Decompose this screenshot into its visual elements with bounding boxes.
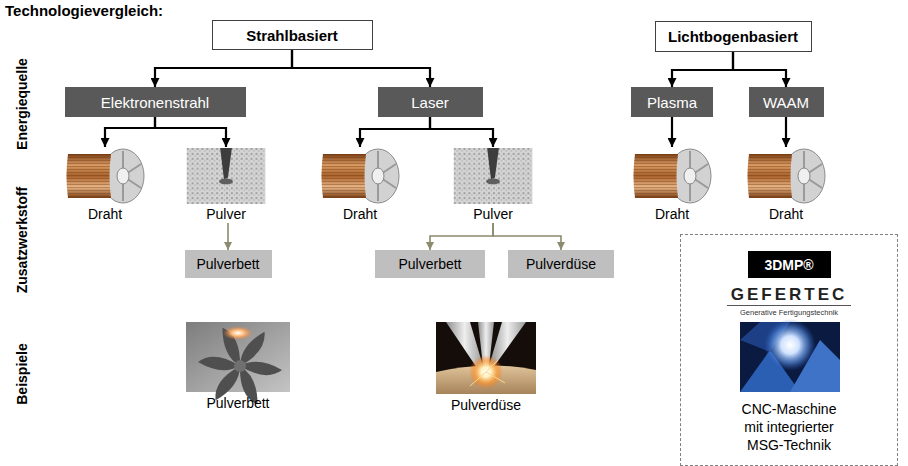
connector-arrow <box>672 52 733 87</box>
node-label: Draht <box>343 206 377 223</box>
process-box: Pulverbett <box>185 250 272 278</box>
filler-material-item: Pulver <box>448 147 538 223</box>
connector-arrow <box>360 117 430 147</box>
connector-arrow <box>430 117 493 147</box>
node-label: Pulverbett <box>398 256 461 272</box>
filler-material-item: Draht <box>315 147 405 223</box>
wire-spool-image <box>65 148 145 204</box>
node-label: Elektronenstrahl <box>101 94 209 111</box>
example-caption: Pulverbett <box>206 395 269 411</box>
energy-source-box: Elektronenstrahl <box>65 87 246 117</box>
row-label: Zusatzwerkstoff <box>14 187 30 294</box>
node-label: Pulverbett <box>196 256 259 272</box>
powder-image <box>187 148 266 204</box>
wire-spool-image <box>632 148 712 204</box>
category-box: Strahlbasiert <box>212 20 373 50</box>
powder-image <box>454 148 533 204</box>
panel-text: Generative Fertigungstechnik <box>740 308 838 317</box>
example-caption: Pulverdüse <box>451 397 521 413</box>
node-label: WAAM <box>763 94 809 111</box>
diagram-title: Technologievergleich: <box>5 2 163 19</box>
powder-nozzle-photo <box>436 322 536 394</box>
connector-arrow <box>785 117 787 147</box>
filler-material-item: Pulver <box>181 147 271 223</box>
connector-arrow <box>671 117 673 147</box>
node-label: Plasma <box>647 94 697 111</box>
node-label: Draht <box>655 206 689 223</box>
node-label: Pulver <box>206 206 246 223</box>
filler-material-item: Draht <box>60 147 150 223</box>
node-label: Draht <box>88 206 122 223</box>
process-box: Pulverbett <box>375 250 485 278</box>
connector-arrow <box>292 50 430 87</box>
row-label: Beispiele <box>14 343 30 404</box>
panel-text: CNC-Maschine mit integrierter MSG-Techni… <box>733 400 845 454</box>
brand-box: 3DMP® <box>748 251 831 278</box>
wire-spool-image <box>320 148 400 204</box>
connector-arrow <box>493 223 561 250</box>
filler-material-item: Draht <box>741 147 831 223</box>
energy-source-box: Plasma <box>631 87 713 117</box>
node-label: Strahlbasiert <box>246 27 338 44</box>
node-label: Pulver <box>473 206 513 223</box>
energy-source-box: WAAM <box>749 87 824 117</box>
node-label: Draht <box>769 206 803 223</box>
connector-arrow <box>105 117 155 147</box>
connector-arrow <box>733 52 786 87</box>
node-label: 3DMP® <box>764 257 813 273</box>
wire-spool-image <box>746 148 826 204</box>
connector-arrow <box>227 223 229 250</box>
node-label: Laser <box>411 94 449 111</box>
node-label: Lichtbogenbasiert <box>668 28 798 45</box>
powder-bed-photo <box>186 322 290 407</box>
cnc-machine-photo <box>740 319 840 392</box>
example-panel: GEFERTEC Generative FertigungstechnikCNC-… <box>680 234 898 466</box>
panel-text: GEFERTEC <box>727 285 852 306</box>
node-label: Pulverdüse <box>526 256 596 272</box>
filler-material-item: Draht <box>627 147 717 223</box>
energy-source-box: Laser <box>378 87 483 117</box>
connector-arrow <box>430 223 493 250</box>
row-label: Energiequelle <box>14 58 30 150</box>
connector-arrow <box>155 117 226 147</box>
connector-arrow <box>155 50 292 87</box>
category-box: Lichtbogenbasiert <box>655 21 812 52</box>
process-box: Pulverdüse <box>508 250 614 278</box>
